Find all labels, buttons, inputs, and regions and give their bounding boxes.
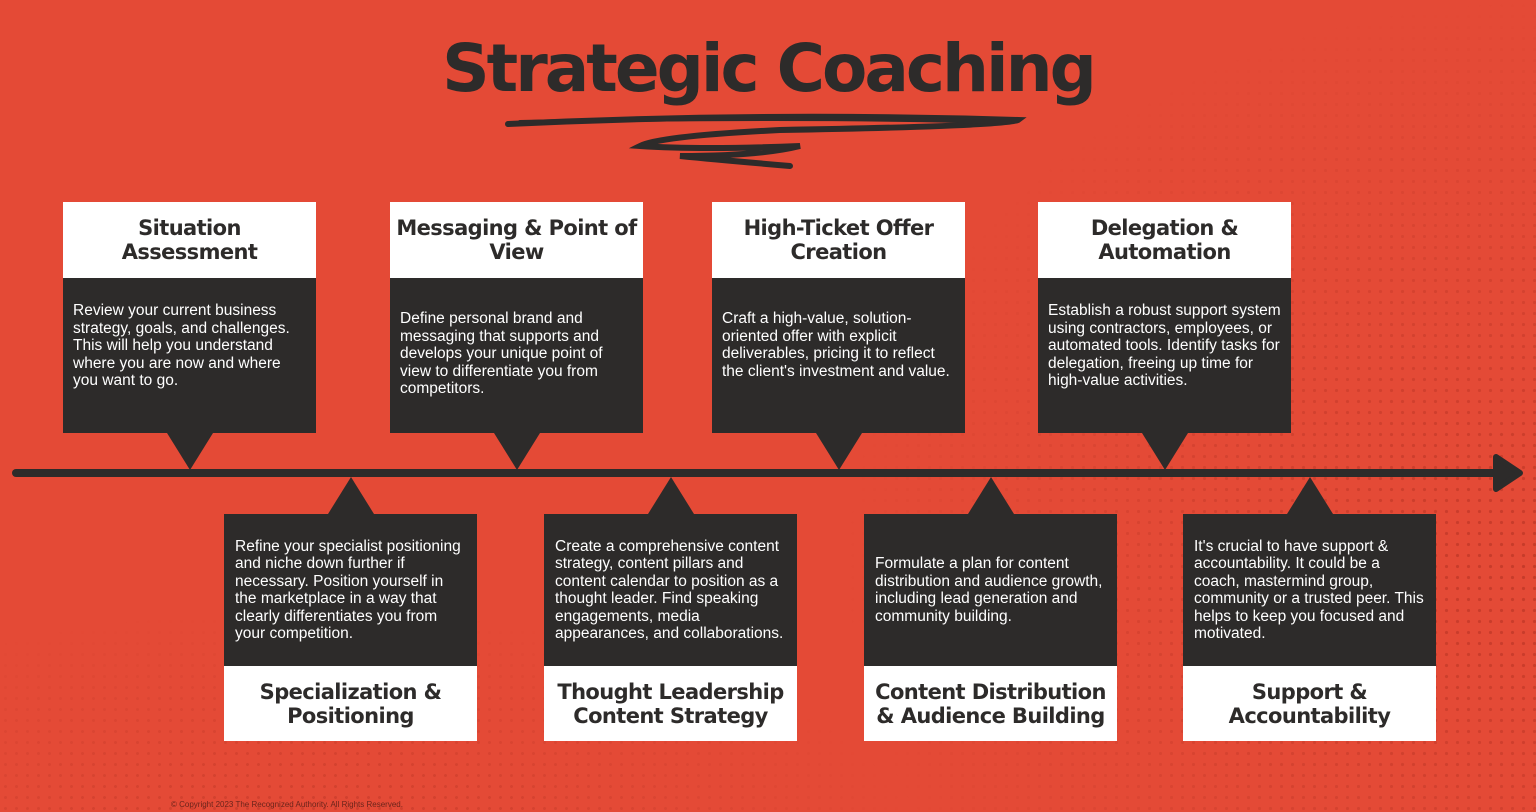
step-description: Define personal brand and messaging that… (390, 278, 643, 433)
step-heading: Situation Assessment (63, 202, 316, 278)
step-heading: Thought Leadership Content Strategy (544, 666, 797, 741)
timeline-pointer (816, 433, 862, 470)
copyright-notice: © Copyright 2023 The Recognized Authorit… (171, 800, 403, 809)
step-card-content-distribution: Formulate a plan for content distributio… (864, 477, 1117, 741)
step-card-thought-leadership: Create a comprehensive content strategy,… (544, 477, 797, 741)
step-heading: Specialization & Positioning (224, 666, 477, 741)
step-heading: Messaging & Point of View (390, 202, 643, 278)
timeline-pointer (1142, 433, 1188, 470)
timeline-pointer (494, 433, 540, 470)
step-description: Refine your specialist positioning and n… (224, 514, 477, 666)
timeline-pointer (1287, 477, 1333, 514)
step-card-situation-assessment: Situation Assessment Review your current… (63, 202, 316, 470)
step-description: Formulate a plan for content distributio… (864, 514, 1117, 666)
step-description: Establish a robust support system using … (1038, 278, 1291, 433)
step-heading: High-Ticket Offer Creation (712, 202, 965, 278)
step-heading: Content Distribution & Audience Building (864, 666, 1117, 741)
step-card-delegation: Delegation & Automation Establish a robu… (1038, 202, 1291, 470)
timeline-pointer (328, 477, 374, 514)
step-card-specialization: Refine your specialist positioning and n… (224, 477, 477, 741)
step-description: It's crucial to have support & accountab… (1183, 514, 1436, 666)
step-card-high-ticket-offer: High-Ticket Offer Creation Craft a high-… (712, 202, 965, 470)
step-card-support-accountability: It's crucial to have support & accountab… (1183, 477, 1436, 741)
timeline-pointer (167, 433, 213, 470)
step-description: Review your current business strategy, g… (63, 278, 316, 433)
step-heading: Delegation & Automation (1038, 202, 1291, 278)
page-title: Strategic Coaching (442, 30, 1097, 107)
step-heading: Support & Accountability (1183, 666, 1436, 741)
step-card-messaging: Messaging & Point of View Define persona… (390, 202, 643, 470)
step-description: Craft a high-value, solution-oriented of… (712, 278, 965, 433)
timeline-pointer (968, 477, 1014, 514)
timeline-pointer (648, 477, 694, 514)
step-description: Create a comprehensive content strategy,… (544, 514, 797, 666)
